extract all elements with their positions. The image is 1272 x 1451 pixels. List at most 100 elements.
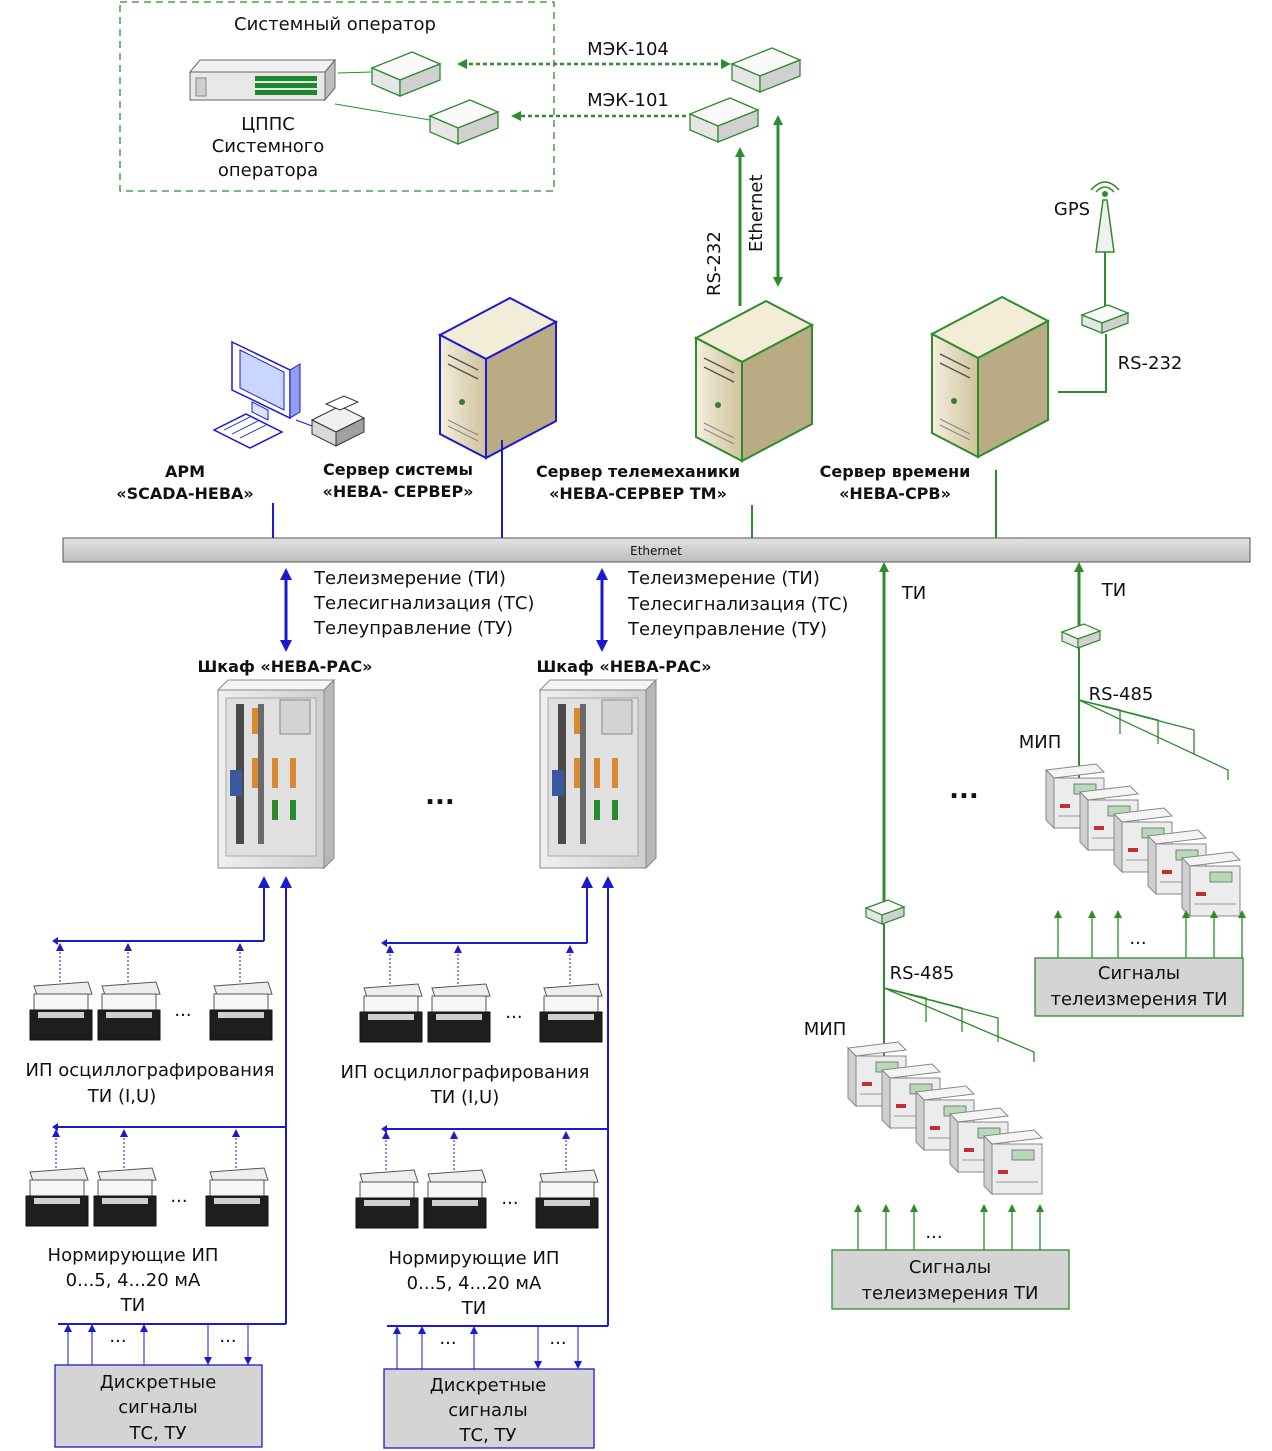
cab1-osc-device-0-label-plate (33, 993, 89, 1013)
server-label-arm-line2: «SCADA-НЕВА» (116, 484, 254, 503)
cab2-norm-device-2-terminal-strip (544, 1200, 590, 1206)
server-label-tm-line1: Сервер телемеханики (536, 462, 740, 481)
cab1-osc-device-2-label-plate (213, 993, 269, 1013)
label-ethernet-tm: Ethernet (746, 174, 767, 252)
signals-near-line1: Сигналы (1098, 963, 1180, 984)
cab2-norm-device-1-terminal-strip (432, 1200, 478, 1206)
discrete-box-left (54, 1364, 263, 1448)
osc-label-left-line2: ТИ (I,U) (87, 1086, 156, 1107)
mip1-mip-unit-4 (1180, 851, 1242, 918)
signals-box-far (831, 1249, 1070, 1310)
telemetry-ts-left: Телесигнализация (ТС) (313, 593, 534, 614)
cab1-ts-ellipsis: ... (109, 1326, 126, 1347)
mip-far-rs485-label: RS-485 (890, 963, 955, 984)
ethernet-bus-label: Ethernet (630, 544, 682, 558)
cpps-label-line1: ЦППС (241, 114, 295, 135)
cabinet2-title: Шкаф «НЕВА-РАС» (537, 657, 712, 676)
cabinet1-icon (216, 678, 336, 870)
cab1-osc-device-0 (29, 981, 93, 1041)
mip1-rs485-modem-right (1077, 630, 1101, 649)
mip1-mip-unit-1-side (1079, 790, 1089, 852)
arm-to-printer-cable (295, 419, 313, 427)
mip-between-ellipsis: ... (949, 775, 979, 805)
cab2-osc-device-1-terminal-strip (436, 1014, 482, 1020)
mip1-mip-unit-2-side (1113, 812, 1123, 874)
cab1-norm-device-1-label-plate (97, 1179, 153, 1199)
discrete-right-line2: сигналы (448, 1400, 528, 1421)
cpps-label-line3: оператора (218, 160, 318, 181)
norm-label-left-line2: 0...5, 4...20 мА (66, 1270, 201, 1291)
discrete-right-line1: Дискретные (430, 1375, 547, 1396)
mip2-mip-unit-1-led (896, 1104, 906, 1108)
mip2-mip-unit-1-side (881, 1068, 891, 1130)
mip2-mip-unit-2-led (930, 1126, 940, 1130)
cab1-norm-device-0-label-plate (29, 1179, 85, 1199)
mip1-mip-unit-1-led (1094, 826, 1104, 830)
server-label-time-line2: «НЕВА-СРВ» (839, 484, 951, 503)
mip1-rs485-modem (1060, 623, 1102, 649)
signals-near-line2: телеизмерения ТИ (1050, 989, 1227, 1010)
mip2-mip-unit-4-side (983, 1134, 993, 1196)
cab2-norm-device-2 (535, 1169, 599, 1229)
mip2-fan-1 (883, 987, 963, 1032)
cab2-norm-device-1 (423, 1169, 487, 1229)
mip2-mip-unit-3-side (949, 1112, 959, 1174)
operator-title: Системный оператор (234, 14, 436, 35)
mip1-mip-unit-4-led (1196, 892, 1206, 896)
discrete-left-line3: ТС, ТУ (129, 1423, 187, 1444)
mip1-mip-unit-0-led (1060, 804, 1070, 808)
mip2-mip-unit-4-display (1011, 1149, 1035, 1161)
cab2-norm-device-2-label-plate (539, 1181, 595, 1201)
norm-label-right-line1: Нормирующие ИП (389, 1248, 560, 1269)
cab1-osc-device-2 (209, 981, 273, 1041)
osc-label-left-line1: ИП осциллографирования (26, 1060, 275, 1081)
norm-label-left-line3: ТИ (120, 1295, 145, 1316)
mip-near-ti-label: ТИ (1101, 580, 1126, 601)
cab2-osc-device-2 (539, 983, 603, 1043)
cab2-norm-device-0-terminal-strip (364, 1200, 410, 1206)
cab1-norm-device-0-terminal-strip (34, 1198, 80, 1204)
discrete-box-right (383, 1368, 595, 1449)
cab2-osc-device-0-terminal-strip (368, 1014, 414, 1020)
modem-operator-101 (428, 99, 500, 145)
cabinet2-icon (538, 678, 658, 870)
mip2-fan-end (883, 987, 1035, 1062)
mip2-rs485-modem (864, 899, 906, 925)
cab1-norm-ellipsis: ... (170, 1186, 187, 1207)
cab2-osc-device-2-terminal-strip (548, 1014, 594, 1020)
mip-far-mip-label: МИП (804, 1019, 847, 1040)
gps-to-time-server (1058, 334, 1107, 393)
mip1-fan-2 (1078, 699, 1195, 754)
cab2-osc-device-1 (427, 983, 491, 1043)
cab1-norm-device-1-terminal-strip (102, 1198, 148, 1204)
cab2-osc-device-0 (359, 983, 423, 1043)
cpps-label-line2: Системного (212, 136, 325, 157)
cab1-norm-device-2-label-plate (209, 1179, 265, 1199)
server-label-tm-line2: «НЕВА-СЕРВЕР ТМ» (549, 484, 727, 503)
cab1-osc-device-1-label-plate (101, 993, 157, 1013)
cab1-osc-device-1-terminal-strip (106, 1012, 152, 1018)
mip1-mip-unit-3-side (1147, 834, 1157, 896)
server-label-arm-line1: АРМ (165, 462, 205, 481)
time-server-icon (929, 295, 1051, 459)
modem-remote-104 (730, 47, 802, 93)
cab1-osc-device-2-terminal-strip (218, 1012, 264, 1018)
server-label-system-line2: «НЕВА- СЕРВЕР» (322, 482, 473, 501)
cab1-norm-device-0 (25, 1167, 89, 1227)
osc-label-right-line1: ИП осциллографирования (341, 1062, 590, 1083)
mip-far-ti-label: ТИ (901, 583, 926, 604)
mip2-mip-unit-0-top (846, 1041, 908, 1057)
cabinets-middle-ellipsis: ... (425, 781, 455, 811)
rack-to-modem-104 (337, 71, 373, 74)
cab1-norm-device-1 (93, 1167, 157, 1227)
telemetry-ti-right: Телеизмерение (ТИ) (627, 568, 820, 589)
mip-device-groups: ...... (846, 623, 1246, 1250)
cab2-osc-bus-marker (381, 939, 387, 947)
mip1-mip-unit-4-display (1209, 871, 1233, 883)
server-label-time-line1: Сервер времени (820, 462, 971, 481)
mip2-mip-unit-3-led (964, 1148, 974, 1152)
cab1-norm-device-2-terminal-strip (214, 1198, 260, 1204)
mip2-mip-unit-2-side (915, 1090, 925, 1152)
